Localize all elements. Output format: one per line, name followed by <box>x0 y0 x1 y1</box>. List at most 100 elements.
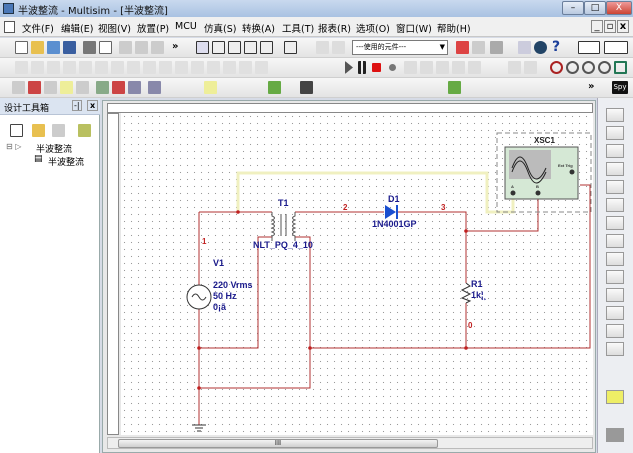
xsc1-oscilloscope[interactable] <box>496 132 592 213</box>
close-button[interactable]: X <box>606 1 632 15</box>
basic-icon[interactable] <box>31 61 44 74</box>
print-icon[interactable] <box>83 41 96 54</box>
full-screen-icon[interactable] <box>614 61 627 74</box>
t1-transformer[interactable] <box>270 212 297 241</box>
indicator-icon[interactable] <box>175 61 188 74</box>
source-icon[interactable] <box>15 61 28 74</box>
erc-icon[interactable] <box>456 41 469 54</box>
transistor-icon[interactable] <box>63 61 76 74</box>
step-out-icon[interactable] <box>436 61 449 74</box>
probe-digital-icon[interactable] <box>76 81 89 94</box>
menu-place[interactable]: 放置(P) <box>137 24 170 35</box>
more-chevron-2[interactable]: » <box>588 81 595 92</box>
maximize-button[interactable]: □ <box>584 1 606 15</box>
menu-edit[interactable]: 编辑(E) <box>61 24 94 35</box>
grapher-icon[interactable] <box>260 41 273 54</box>
probe-ref2-icon[interactable] <box>148 81 161 94</box>
tree-collapse-icon[interactable]: ⊟ ▷ <box>6 142 22 151</box>
minimize-button[interactable]: – <box>562 1 584 15</box>
misc-icon[interactable] <box>207 61 220 74</box>
open-icon[interactable] <box>31 41 44 54</box>
menu-file[interactable]: 文件(F) <box>22 24 54 35</box>
misc-digital-icon[interactable] <box>143 61 156 74</box>
probe-current-icon[interactable] <box>44 81 57 94</box>
pause-switch-icon[interactable] <box>604 41 628 54</box>
menu-window[interactable]: 窗口(W) <box>396 24 432 35</box>
help-button[interactable]: ? <box>552 39 561 55</box>
meter-icon[interactable] <box>268 81 281 94</box>
run-to-cursor-icon[interactable] <box>452 61 465 74</box>
logic-analyzer-icon[interactable] <box>606 252 624 266</box>
close-design-icon[interactable] <box>78 124 91 137</box>
copy-icon[interactable] <box>135 41 148 54</box>
menu-tools[interactable]: 工具(T) <box>282 24 315 35</box>
menu-transfer[interactable]: 转换(A) <box>242 24 275 35</box>
database-icon[interactable] <box>228 41 241 54</box>
tree-item-project[interactable]: 半波整流 <box>36 145 73 155</box>
forward-annotate-icon[interactable] <box>332 41 345 54</box>
menu-simulate[interactable]: 仿真(S) <box>204 24 237 35</box>
logic-converter-icon[interactable] <box>606 270 624 284</box>
in-use-list-combo[interactable]: ---使用的元件---▼ <box>352 40 448 55</box>
new-design-icon[interactable] <box>10 124 23 137</box>
spreadsheet-icon[interactable] <box>212 41 225 54</box>
probe-diff-icon[interactable] <box>112 81 125 94</box>
analog-icon[interactable] <box>79 61 92 74</box>
back-annotate-icon[interactable] <box>316 41 329 54</box>
zoom-area-icon[interactable] <box>582 61 595 74</box>
design-toolbox-icon[interactable] <box>196 41 209 54</box>
menu-mcu[interactable]: MCU <box>175 21 197 32</box>
find-icon[interactable] <box>518 41 531 54</box>
export-icon[interactable] <box>490 41 503 54</box>
power-icon[interactable] <box>191 61 204 74</box>
run-icon[interactable] <box>345 61 353 74</box>
stop-icon[interactable] <box>372 63 381 72</box>
print-preview-icon[interactable] <box>99 41 112 54</box>
tree-item-schematic[interactable]: 半波整流 <box>48 158 85 168</box>
v1-ac-source[interactable] <box>186 284 212 310</box>
d1-diode[interactable] <box>385 205 398 219</box>
labview-instrument-icon[interactable] <box>606 390 624 404</box>
doc-close-button[interactable]: x <box>617 20 629 33</box>
probe-settings-icon[interactable] <box>524 61 537 74</box>
cmos-icon[interactable] <box>111 61 124 74</box>
run-switch-icon[interactable] <box>578 41 600 54</box>
zoom-out-icon[interactable] <box>566 61 579 74</box>
cut-icon[interactable] <box>119 41 132 54</box>
doc-restore-button[interactable]: ▫ <box>604 20 616 33</box>
new-icon[interactable] <box>15 41 28 54</box>
zoom-in-icon[interactable] <box>550 61 563 74</box>
instrument-icon[interactable] <box>448 81 461 94</box>
step-over-icon[interactable] <box>420 61 433 74</box>
paste-icon[interactable] <box>151 41 164 54</box>
menu-reports[interactable]: 报表(R) <box>318 24 352 35</box>
doc-minimize-button[interactable]: _ <box>591 20 603 33</box>
more-chevron[interactable]: » <box>172 41 179 52</box>
network-analyzer-icon[interactable] <box>606 342 624 356</box>
panel-close-button[interactable]: x <box>87 100 99 111</box>
probe-voltage-icon[interactable] <box>28 81 41 94</box>
menu-options[interactable]: 选项(O) <box>356 24 390 35</box>
word-generator-icon[interactable] <box>606 234 624 248</box>
component-wizard-icon[interactable] <box>244 41 257 54</box>
education-icon[interactable] <box>534 41 547 54</box>
spectrum-analyzer-icon[interactable] <box>606 324 624 338</box>
note-icon[interactable] <box>204 81 217 94</box>
pause-icon[interactable] <box>358 61 366 74</box>
multimeter-icon[interactable] <box>606 108 624 122</box>
text-icon[interactable] <box>300 81 313 94</box>
save-icon[interactable] <box>63 41 76 54</box>
horizontal-scrollbar[interactable]: III <box>107 437 593 449</box>
rf-icon[interactable] <box>223 61 236 74</box>
diode-icon[interactable] <box>47 61 60 74</box>
probe-tool-icon[interactable] <box>12 81 25 94</box>
mixed-icon[interactable] <box>159 61 172 74</box>
current-probe-icon[interactable] <box>606 428 624 442</box>
zoom-fit-icon[interactable] <box>598 61 611 74</box>
function-generator-icon[interactable] <box>606 126 624 140</box>
r1-resistor[interactable] <box>460 282 472 304</box>
open-design-icon[interactable] <box>32 124 45 137</box>
menu-help[interactable]: 帮助(H) <box>437 24 471 35</box>
probe-power-icon[interactable] <box>60 81 73 94</box>
spy-button[interactable]: Spy <box>612 81 628 94</box>
